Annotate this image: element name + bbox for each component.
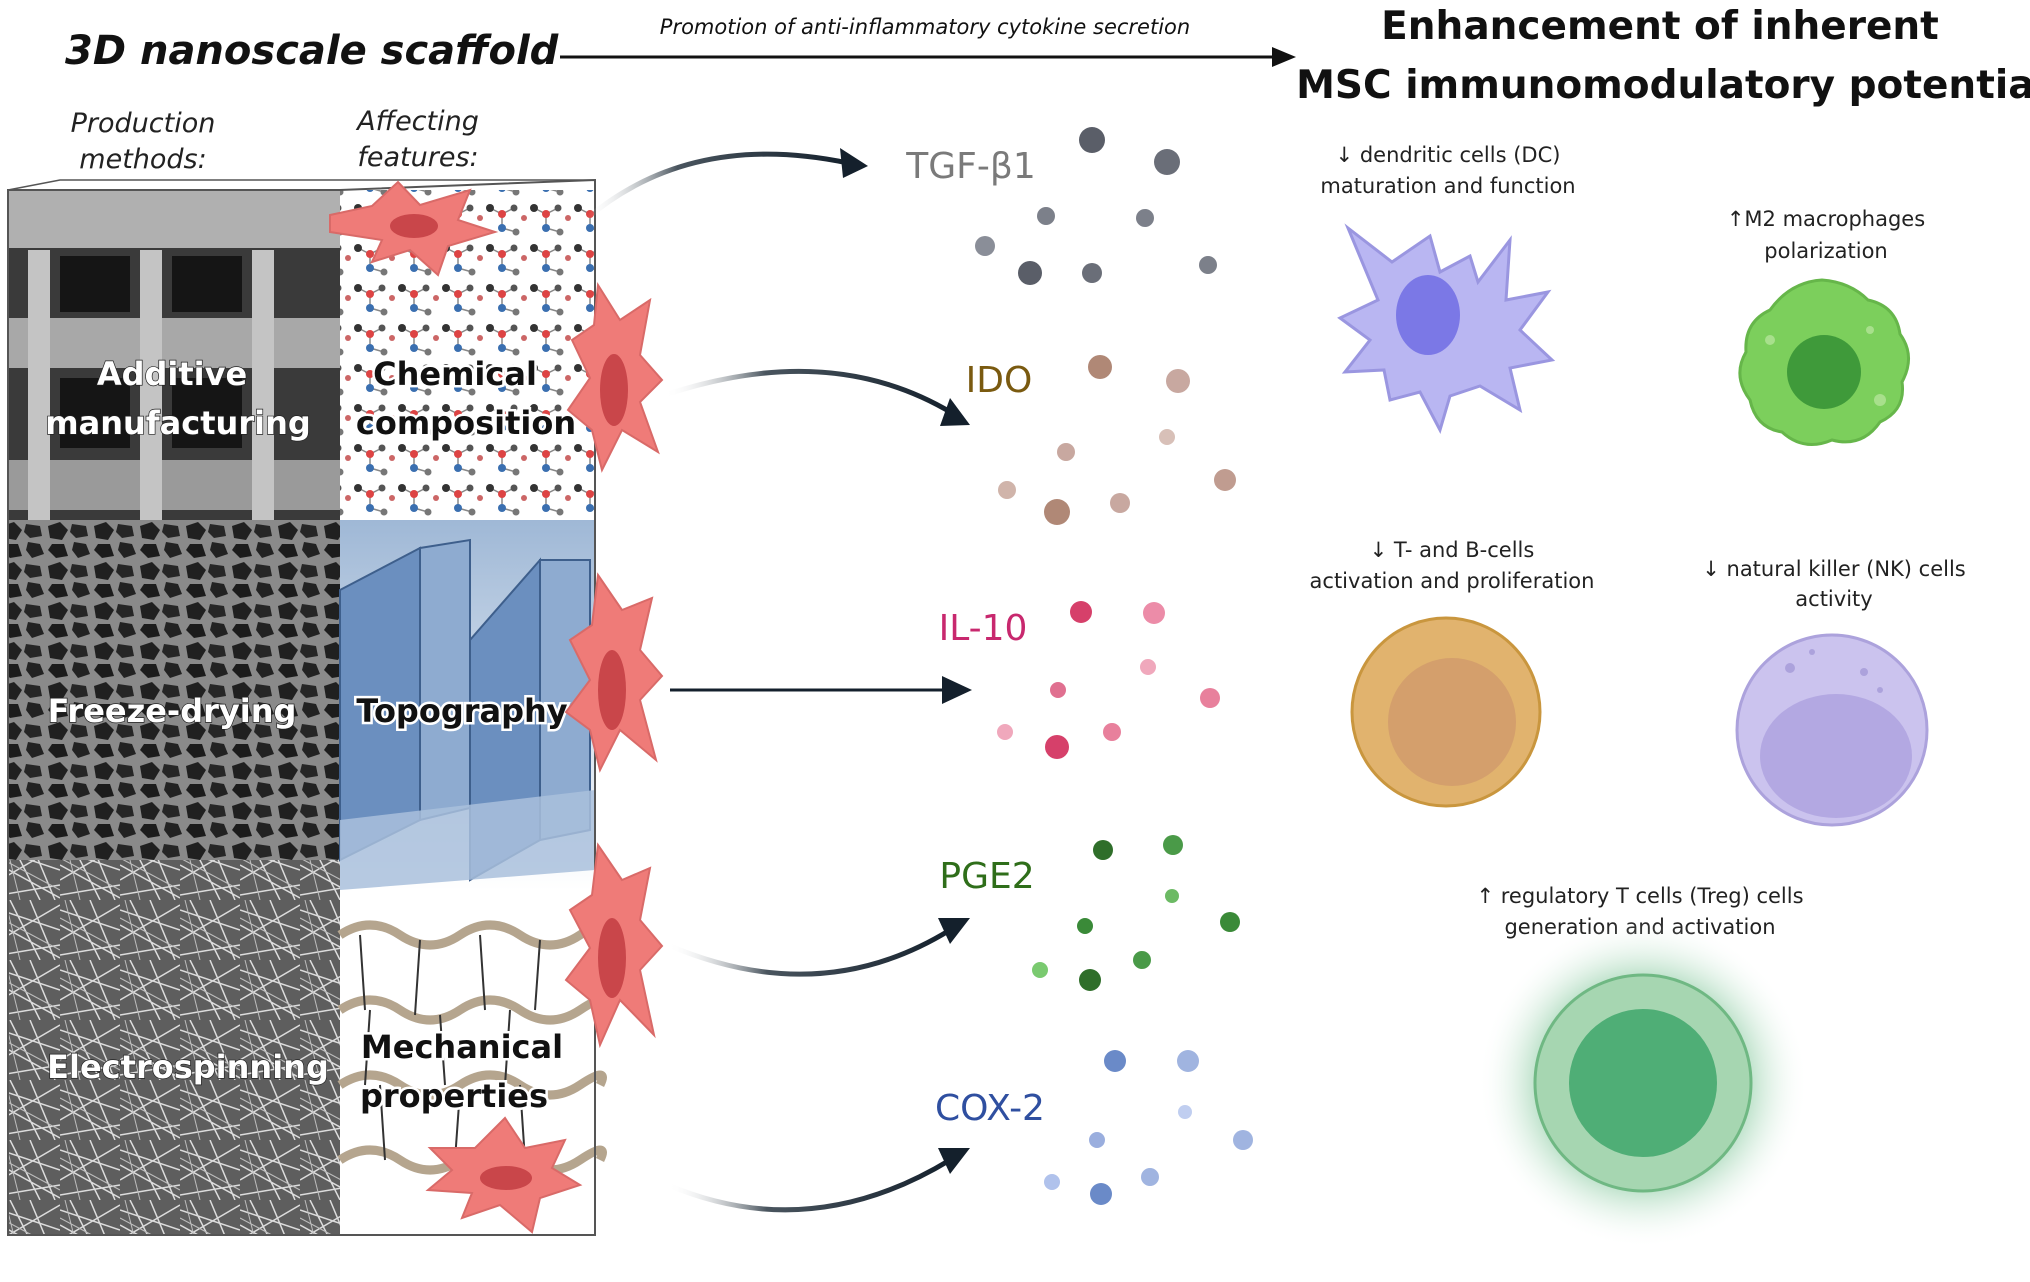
effect-nk-line2: activity xyxy=(1795,587,1872,611)
arrow-tgf xyxy=(583,151,849,222)
cytokine-dots-cox2 xyxy=(1044,1050,1253,1205)
feature-label-mechanical-line1: Mechanical xyxy=(361,1028,563,1066)
cytokine-label-ido: IDO xyxy=(966,360,1033,401)
cytokine-dots-ido xyxy=(998,355,1236,525)
affecting-features-heading-line1: Affecting xyxy=(355,106,479,137)
t-b-cell xyxy=(1350,616,1542,808)
method-label-freeze-drying: Freeze-drying xyxy=(48,692,297,730)
scaffold-block xyxy=(7,178,607,1236)
arrow-caption: Promotion of anti-inflammatory cytokine … xyxy=(660,15,1190,39)
arrow-pge2-head xyxy=(938,918,970,944)
arrow-cox2 xyxy=(667,1157,952,1213)
feature-label-chemical-line1: Chemical xyxy=(373,355,537,393)
nk-cell xyxy=(1735,633,1929,827)
production-methods-heading-line2: methods: xyxy=(79,144,206,175)
effect-tb-line1: ↓ T- and B-cells xyxy=(1370,538,1535,562)
dendritic-cell xyxy=(1337,223,1556,434)
effect-m2-line2: polarization xyxy=(1764,239,1887,263)
arrow-cox2-head xyxy=(938,1148,970,1174)
method-label-additive-line2: manufacturing xyxy=(45,404,311,442)
arrows xyxy=(583,148,972,1213)
feature-label-mechanical-line2: properties xyxy=(360,1077,548,1115)
production-methods-heading-line1: Production xyxy=(71,108,216,139)
arrow-tgf-head xyxy=(840,148,868,178)
effect-treg-line1: ↑ regulatory T cells (Treg) cells xyxy=(1476,884,1803,908)
effect-nk-line1: ↓ natural killer (NK) cells xyxy=(1702,557,1966,581)
electrospinning-image xyxy=(8,860,348,1235)
scaffold-title: 3D nanoscale scaffold xyxy=(65,28,559,74)
header-arrow-head xyxy=(1272,47,1296,67)
method-label-electrospinning: Electrospinning xyxy=(47,1048,329,1086)
cytokine-label-il-10: IL-10 xyxy=(939,608,1028,649)
arrow-pge2 xyxy=(667,927,952,977)
freeze-drying-image xyxy=(8,520,348,860)
arrow-ido xyxy=(664,368,954,416)
feature-label-topography: Topography xyxy=(356,692,567,730)
cytokine-label-pge2: PGE2 xyxy=(939,856,1034,897)
affecting-features-heading-line2: features: xyxy=(357,142,478,173)
feature-label-chemical-line2: composition xyxy=(356,404,576,442)
outcome-title-line2: MSC immunomodulatory potential xyxy=(1296,63,2030,108)
method-label-additive-line1: Additive xyxy=(97,355,247,393)
cytokine-dots-pge2 xyxy=(1032,835,1240,991)
arrow-ido-head xyxy=(940,398,970,426)
cytokine-dots-il10 xyxy=(997,601,1220,759)
effect-tb-line2: activation and proliferation xyxy=(1310,569,1595,593)
m2-macrophage xyxy=(1738,278,1910,446)
cytokine-label-tgf-b1: TGF-β1 xyxy=(905,146,1035,187)
msc-cells xyxy=(329,180,664,1234)
effect-m2-line1: ↑M2 macrophages xyxy=(1727,207,1925,231)
additive-manufacturing-image xyxy=(8,190,348,520)
arrow-il10-head xyxy=(942,676,972,704)
treg-cell xyxy=(1478,918,1808,1248)
effect-dc-line1: ↓ dendritic cells (DC) xyxy=(1336,143,1561,167)
outcome-title-line1: Enhancement of inherent xyxy=(1381,4,1939,49)
cytokine-label-cox-2: COX-2 xyxy=(935,1088,1045,1129)
effect-dc-line2: maturation and function xyxy=(1320,174,1575,198)
cytokine-dots-tgf xyxy=(975,127,1217,285)
topography-image xyxy=(339,520,595,890)
